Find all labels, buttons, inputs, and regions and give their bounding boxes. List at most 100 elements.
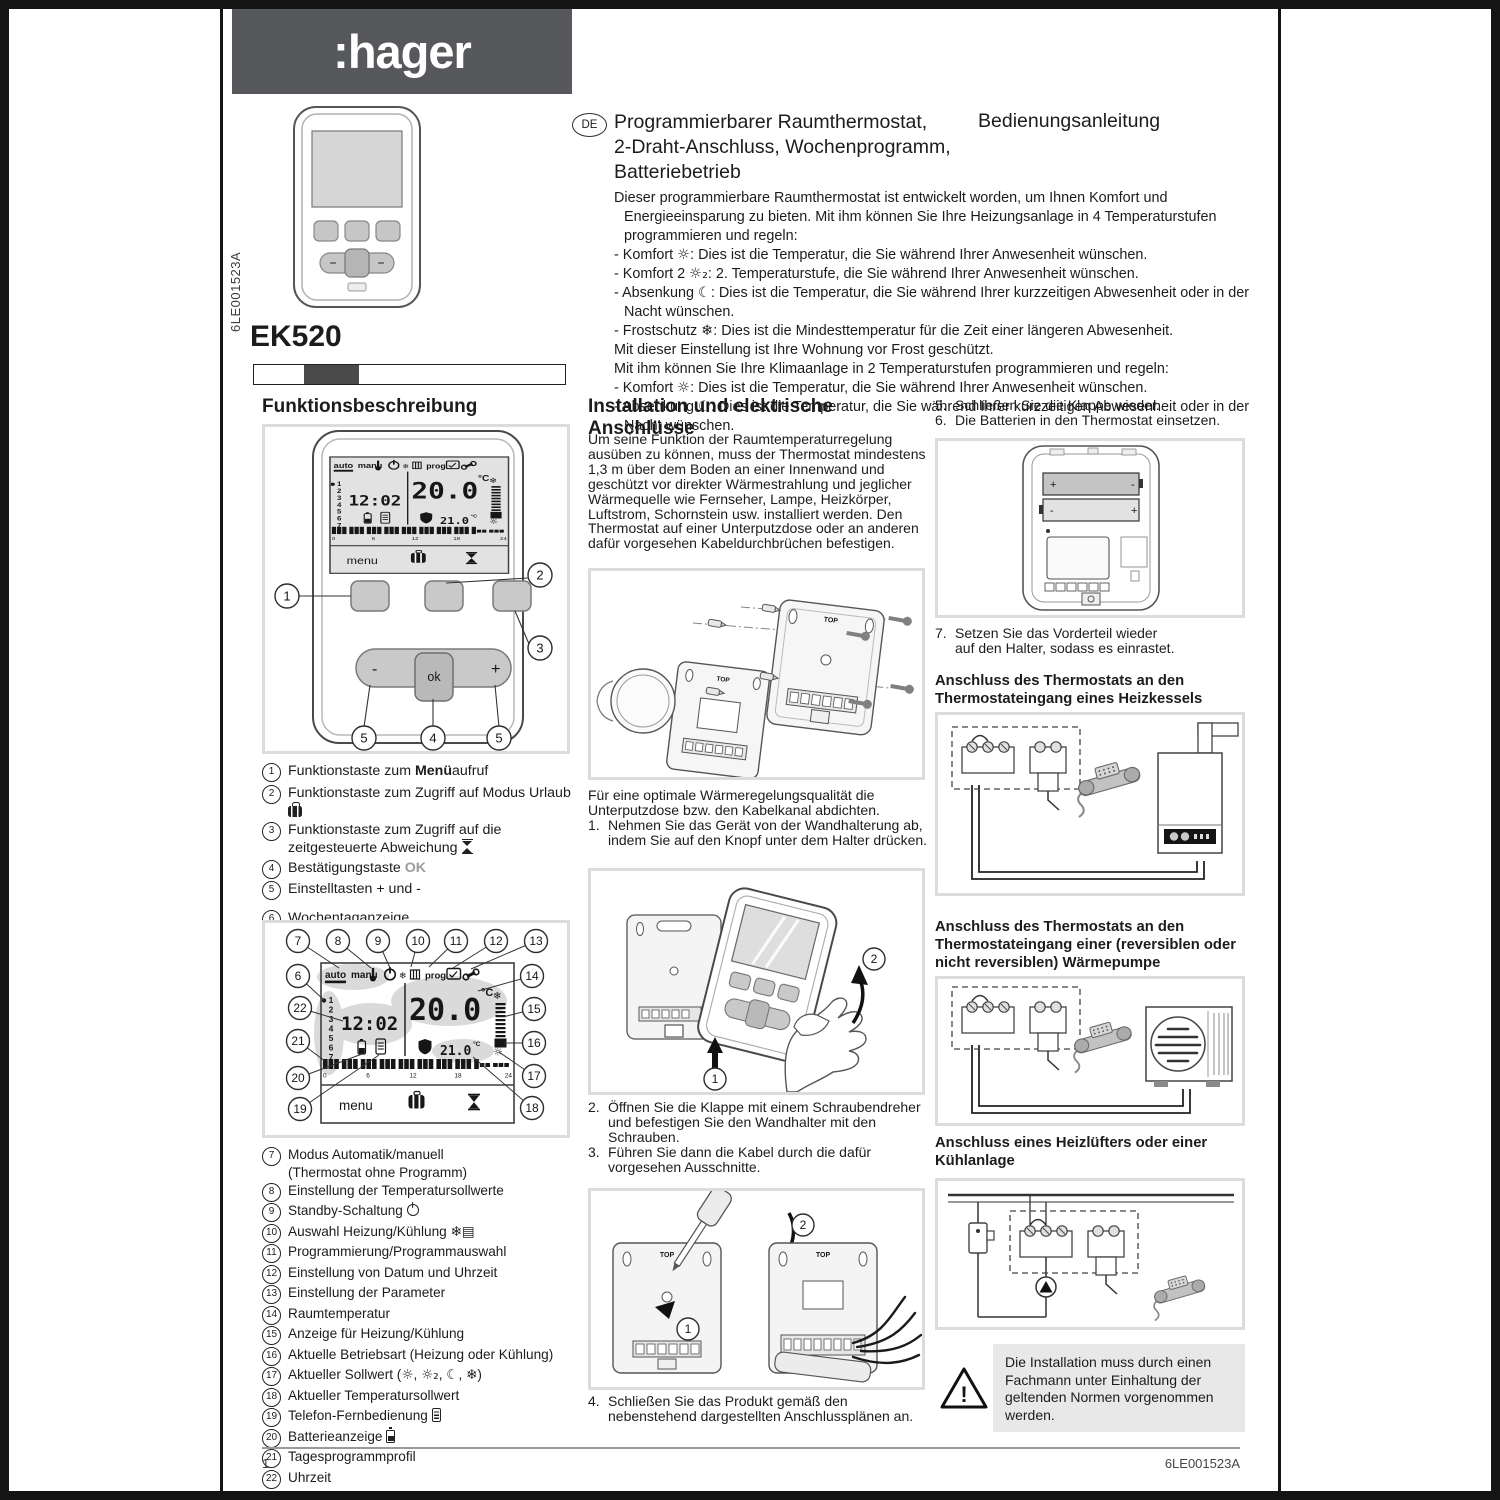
footer-divider	[262, 1447, 1240, 1449]
list-item: 4.Schließen Sie das Produkt gemäß den ne…	[588, 1393, 914, 1424]
circuit-breaker-illustration	[968, 1222, 995, 1254]
svg-text:21: 21	[291, 1034, 305, 1048]
steps-5-6: 5.Schließen Sie die Klappe wieder.6.Die …	[935, 398, 1247, 428]
svg-text:5: 5	[360, 731, 367, 746]
install-step-1: 1.Nehmen Sie das Gerät von der Wandhalte…	[588, 818, 932, 848]
list-item: 6.Die Batterien in den Thermostat einset…	[935, 411, 1221, 428]
svg-text:+: +	[491, 661, 500, 678]
svg-text:TOP: TOP	[660, 1252, 675, 1259]
svg-text:-: -	[372, 661, 377, 678]
arrow-up-icon	[707, 1037, 723, 1069]
list-item: - Frostschutz ❄: Dies ist die Mindesttem…	[614, 323, 1174, 339]
list-item: - Absenkung ☾: Dies ist die Temperatur, …	[614, 285, 1249, 320]
svg-text:4: 4	[429, 731, 436, 746]
svg-text:11: 11	[450, 934, 463, 948]
svg-text:1: 1	[712, 1072, 719, 1086]
installation-paragraph: Um seine Funktion der Raumtemperaturrege…	[588, 431, 926, 552]
svg-text:6: 6	[295, 969, 302, 983]
figure-heater-connection	[935, 1178, 1245, 1330]
list-item: 5.Schließen Sie die Klappe wieder.	[935, 397, 1160, 413]
page-edge-right	[1278, 0, 1281, 1500]
svg-text:3: 3	[536, 641, 543, 656]
figure-heatpump-connection	[935, 976, 1245, 1126]
heading-heatpump: Anschluss des Thermostats an den Thermos…	[935, 919, 1236, 971]
pump-icon	[1035, 1276, 1057, 1298]
svg-text:+: +	[1050, 479, 1056, 491]
figure-boiler-connection	[935, 712, 1245, 896]
list-item: 1.Nehmen Sie das Gerät von der Wandhalte…	[588, 817, 928, 848]
intro-paragraph: Dieser programmierbare Raumthermostat is…	[614, 189, 1278, 436]
figure-lcd-callouts: 7 8 9 10 11 12 13 6 22 21 20 19 14 15 16…	[262, 920, 570, 1138]
svg-text:13: 13	[529, 934, 543, 948]
page-number: 1	[262, 1456, 270, 1471]
page-edge-left	[220, 0, 223, 1500]
side-reference: 6LE001523A	[228, 251, 243, 332]
list-item: 3.Führen Sie dann die Kabel durch die da…	[588, 1143, 872, 1175]
warning-box: ! Die Installation muss durch einen Fach…	[935, 1344, 1245, 1432]
sealing-paragraph: Für eine optimale Wärmeregelungsqualität…	[588, 787, 880, 818]
heatpump-illustration	[1145, 1006, 1233, 1087]
heading-heater: Anschluss eines Heizlüfters oder einer K…	[935, 1135, 1208, 1169]
svg-text:2: 2	[536, 568, 543, 583]
svg-text:TOP: TOP	[716, 676, 731, 685]
list-item: Dieser programmierbare Raumthermostat is…	[614, 190, 1217, 244]
list-item: - Komfort 2 ☼₂: 2. Temperaturstufe, die …	[614, 266, 1139, 282]
list-item: - Komfort ☼: Dies ist die Temperatur, di…	[614, 247, 1148, 263]
figure-wall-mounting: TOP TOP	[588, 568, 925, 780]
svg-text:15: 15	[527, 1002, 541, 1016]
phone-icon	[431, 1408, 441, 1422]
svg-text:TOP: TOP	[816, 1252, 831, 1259]
svg-text:-: -	[1050, 505, 1054, 517]
svg-text:8: 8	[335, 934, 342, 948]
svg-text:18: 18	[525, 1101, 539, 1115]
document-title: Programmierbarer Raumthermostat, 2-Draht…	[614, 111, 951, 183]
lcd-callout-numbers: 7 8 9 10 11 12 13 6 22 21 20 19 14 15 16…	[285, 928, 549, 1122]
install-step-4: 4.Schließen Sie das Produkt gemäß den ne…	[588, 1394, 932, 1424]
boiler-illustration	[1157, 722, 1239, 854]
warning-triangle-icon: !	[935, 1344, 993, 1432]
list-item: - Komfort ☼: Dies ist die Temperatur, di…	[614, 380, 1148, 396]
svg-text:17: 17	[527, 1069, 541, 1083]
install-steps-2-3: 2.Öffnen Sie die Klappe mit einem Schrau…	[588, 1100, 932, 1175]
figure-device-callouts: - + ok 1 2 3 5 4	[262, 424, 570, 754]
suitcase-icon	[288, 802, 302, 817]
svg-text:19: 19	[293, 1102, 307, 1116]
section-installation: Installation und elektrische Anschlüsse	[588, 396, 833, 439]
list-item: - Absenkung ☾: Dies ist die Temperatur, …	[614, 399, 1249, 434]
list-item: Mit dieser Einstellung ist Ihre Wohnung …	[614, 342, 994, 358]
heading-boiler: Anschluss des Thermostats an den Thermos…	[935, 673, 1203, 707]
hager-logo: :hager	[232, 9, 572, 94]
figure-remove-device: 1 2	[588, 868, 925, 1095]
svg-text:-: -	[1131, 479, 1135, 491]
svg-text:!: !	[960, 1382, 967, 1407]
svg-text:7: 7	[295, 934, 302, 948]
svg-text:2: 2	[800, 1218, 807, 1232]
svg-text:22: 22	[293, 1001, 307, 1015]
svg-text:10: 10	[411, 934, 425, 948]
battery-slot-2: - +	[1039, 498, 1140, 522]
section-funktionsbeschreibung: Funktionsbeschreibung	[262, 396, 478, 417]
battery-slot-1: + -	[1042, 472, 1143, 496]
arrow-icon	[655, 1301, 675, 1319]
power-icon	[406, 1204, 419, 1216]
list-item: Mit ihm können Sie Ihre Klimaanlage in 2…	[614, 361, 1169, 377]
